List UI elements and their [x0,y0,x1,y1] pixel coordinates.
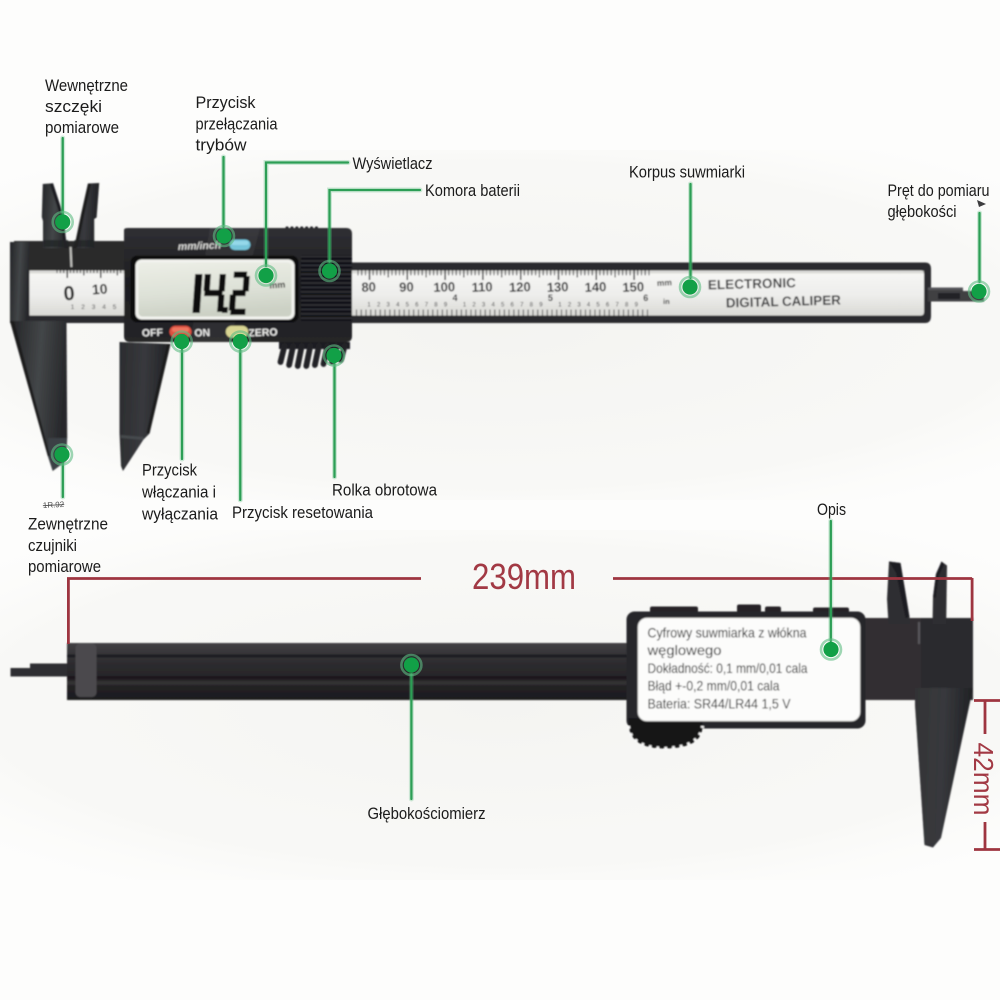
svg-text:3: 3 [387,303,391,309]
svg-text:Głębokościomierz: Głębokościomierz [368,804,486,823]
svg-text:Zewnętrzne: Zewnętrzne [28,515,108,534]
svg-text:80: 80 [361,279,376,294]
svg-text:Wewnętrzne: Wewnętrzne [45,76,128,95]
svg-text:4: 4 [492,303,496,309]
svg-text:100: 100 [433,279,455,295]
svg-text:6: 6 [643,293,648,303]
svg-text:90: 90 [399,279,414,294]
svg-text:trybów: trybów [196,136,248,155]
svg-text:6: 6 [511,303,515,309]
svg-text:pomiarowe: pomiarowe [28,557,101,576]
svg-text:Wyświetlacz: Wyświetlacz [353,154,433,173]
svg-text:przełączania: przełączania [196,115,279,134]
svg-text:5: 5 [406,303,410,309]
svg-text:150: 150 [622,279,644,295]
svg-text:9: 9 [539,303,543,309]
svg-text:1: 1 [463,303,467,309]
svg-text:7: 7 [425,303,429,309]
svg-text:3: 3 [92,304,96,311]
svg-text:Opis: Opis [817,500,846,519]
svg-text:1: 1 [71,304,75,311]
svg-text:in: in [663,297,670,306]
svg-text:DIGITAL CALIPER: DIGITAL CALIPER [726,292,842,310]
svg-text:9: 9 [635,303,639,309]
svg-text:140: 140 [584,279,606,295]
svg-text:4: 4 [587,303,591,309]
svg-text:1R.92: 1R.92 [43,500,65,510]
svg-text:8: 8 [625,303,629,309]
svg-text:10: 10 [91,280,108,297]
svg-text:ZERO: ZERO [248,326,278,339]
svg-text:Przycisk: Przycisk [142,461,197,480]
svg-text:42mm: 42mm [968,743,999,816]
svg-text:3: 3 [577,303,581,309]
svg-text:110: 110 [471,279,492,295]
svg-text:5: 5 [113,304,117,311]
svg-text:Komora baterii: Komora baterii [425,181,520,200]
svg-text:pomiarowe: pomiarowe [45,118,119,137]
svg-text:szczęki: szczęki [45,97,102,116]
svg-text:Korpus suwmiarki: Korpus suwmiarki [629,163,745,182]
svg-text:mm: mm [269,279,286,290]
svg-text:Pręt do pomiaru: Pręt do pomiaru [888,181,990,200]
svg-text:5: 5 [501,303,505,309]
svg-text:3: 3 [482,303,486,309]
svg-text:Cyfrowy suwmiarka z włókna: Cyfrowy suwmiarka z włókna [648,625,807,641]
svg-text:7: 7 [520,303,524,309]
svg-text:Przycisk: Przycisk [196,93,257,112]
svg-text:4: 4 [452,293,457,303]
svg-text:OFF: OFF [142,327,164,340]
svg-text:5: 5 [548,293,553,303]
svg-text:8: 8 [530,303,534,309]
svg-text:1: 1 [558,303,562,309]
svg-text:mm: mm [657,277,673,288]
svg-text:mm/inch: mm/inch [178,239,222,252]
svg-text:4: 4 [102,304,106,311]
svg-text:2: 2 [81,304,85,311]
svg-text:6: 6 [415,303,419,309]
svg-text:1: 1 [367,303,371,309]
svg-text:2: 2 [377,303,381,309]
svg-text:głębokości: głębokości [888,202,957,221]
svg-text:Rolka obrotowa: Rolka obrotowa [332,481,438,500]
svg-text:6: 6 [606,303,610,309]
svg-text:wyłączania: wyłączania [141,505,218,524]
svg-text:Przycisk resetowania: Przycisk resetowania [232,503,374,522]
svg-text:120: 120 [509,279,531,295]
svg-text:4: 4 [396,303,400,309]
svg-text:Bateria: SR44/LR44 1,5 V: Bateria: SR44/LR44 1,5 V [648,695,792,711]
svg-text:czujniki: czujniki [28,536,77,555]
svg-text:5: 5 [596,303,600,309]
svg-text:239mm: 239mm [472,556,576,597]
svg-text:7: 7 [616,303,620,309]
svg-text:ON: ON [194,327,210,340]
svg-text:0: 0 [63,283,76,306]
svg-text:włączania i: włączania i [141,483,216,502]
svg-text:2: 2 [568,303,572,309]
svg-text:8: 8 [434,303,438,309]
svg-text:węglowego: węglowego [646,642,721,658]
svg-text:9: 9 [444,303,448,309]
svg-text:130: 130 [547,279,569,295]
svg-text:Dokładność: 0,1 mm/0,01 cala: Dokładność: 0,1 mm/0,01 cala [648,660,808,676]
svg-text:Błąd +-0,2 mm/0,01 cala: Błąd +-0,2 mm/0,01 cala [648,678,780,694]
svg-text:2: 2 [472,303,476,309]
svg-text:ELECTRONIC: ELECTRONIC [708,275,797,292]
